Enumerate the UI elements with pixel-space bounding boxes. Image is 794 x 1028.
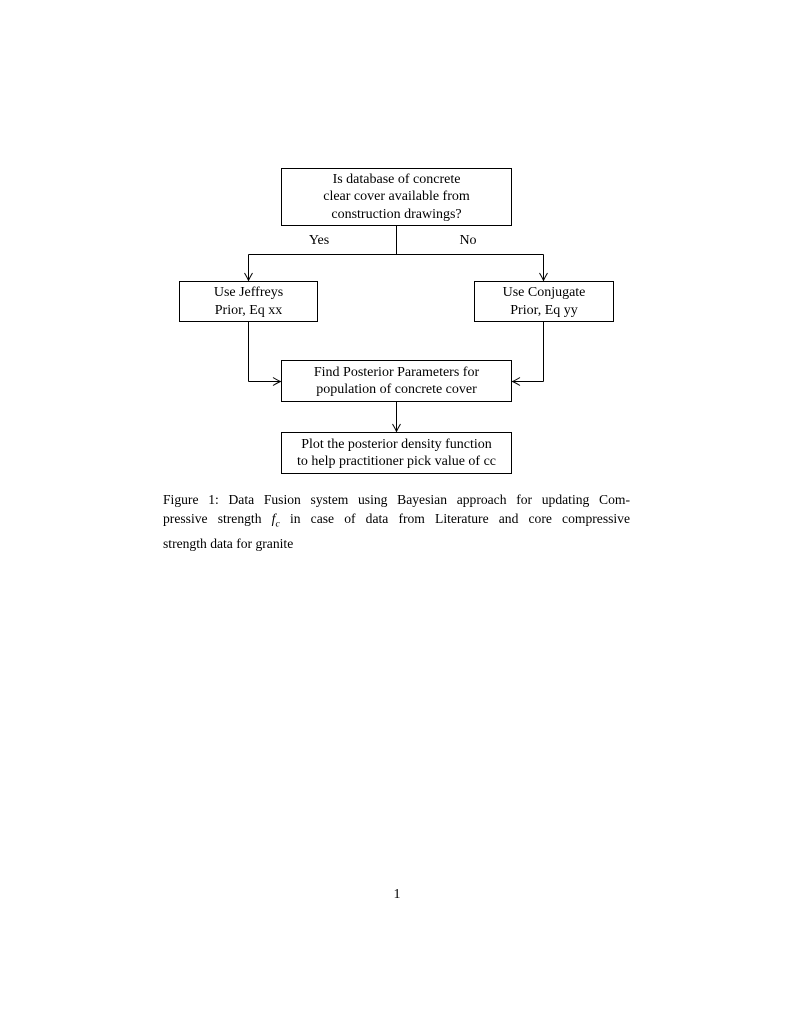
yes-branch-label: Yes [308, 233, 330, 248]
arrowhead-into-conjugate [539, 272, 548, 282]
plot-box-line: Plot the posterior density function [301, 436, 492, 452]
plot-density-box: Plot the posterior density function to h… [281, 432, 512, 474]
jeffreys-box-line: Prior, Eq xx [214, 302, 283, 318]
caption-text: Figure 1: Data Fusion system using Bayes… [163, 492, 630, 507]
caption-line-2: pressive strength fc in case of data fro… [163, 509, 630, 534]
jeffreys-prior-box: Use Jeffreys Prior, Eq xx [179, 281, 318, 322]
page-number: 1 [393, 887, 401, 902]
decision-box-line: Is database of concrete [332, 171, 461, 187]
decision-box: Is database of concrete clear cover avai… [281, 168, 512, 226]
arrowhead-into-posterior-right [511, 377, 521, 386]
posterior-parameters-box: Find Posterior Parameters for population… [281, 360, 512, 402]
caption-text: pressive strength [163, 511, 262, 527]
arrowhead-into-posterior-left [272, 377, 282, 386]
posterior-box-line: Find Posterior Parameters for [313, 364, 480, 380]
math-fc-symbol: fc [271, 511, 280, 530]
caption-line-3: strength data for granite [163, 534, 630, 553]
math-f: f [271, 511, 276, 527]
caption-line-1: Figure 1: Data Fusion system using Bayes… [163, 490, 630, 509]
arrowhead-into-jeffreys [244, 272, 253, 282]
caption-text: in case of data from Literature and core… [289, 511, 631, 527]
jeffreys-box-line: Use Jeffreys [213, 285, 284, 300]
math-subscript-c: c [275, 519, 280, 531]
conjugate-box-line: Use Conjugate [502, 285, 586, 300]
figure-caption: Figure 1: Data Fusion system using Bayes… [163, 490, 630, 554]
caption-text: strength data for granite [163, 536, 294, 552]
arrowhead-into-plot [392, 423, 401, 433]
plot-box-line: to help practitioner pick value of cc [296, 454, 497, 469]
no-branch-label: No [459, 233, 477, 248]
decision-box-line: clear cover available from [323, 189, 470, 205]
conjugate-prior-box: Use Conjugate Prior, Eq yy [474, 281, 614, 322]
posterior-box-line: population of concrete cover [316, 382, 477, 397]
conjugate-box-line: Prior, Eq yy [510, 302, 578, 318]
decision-box-line: construction drawings? [331, 206, 462, 222]
